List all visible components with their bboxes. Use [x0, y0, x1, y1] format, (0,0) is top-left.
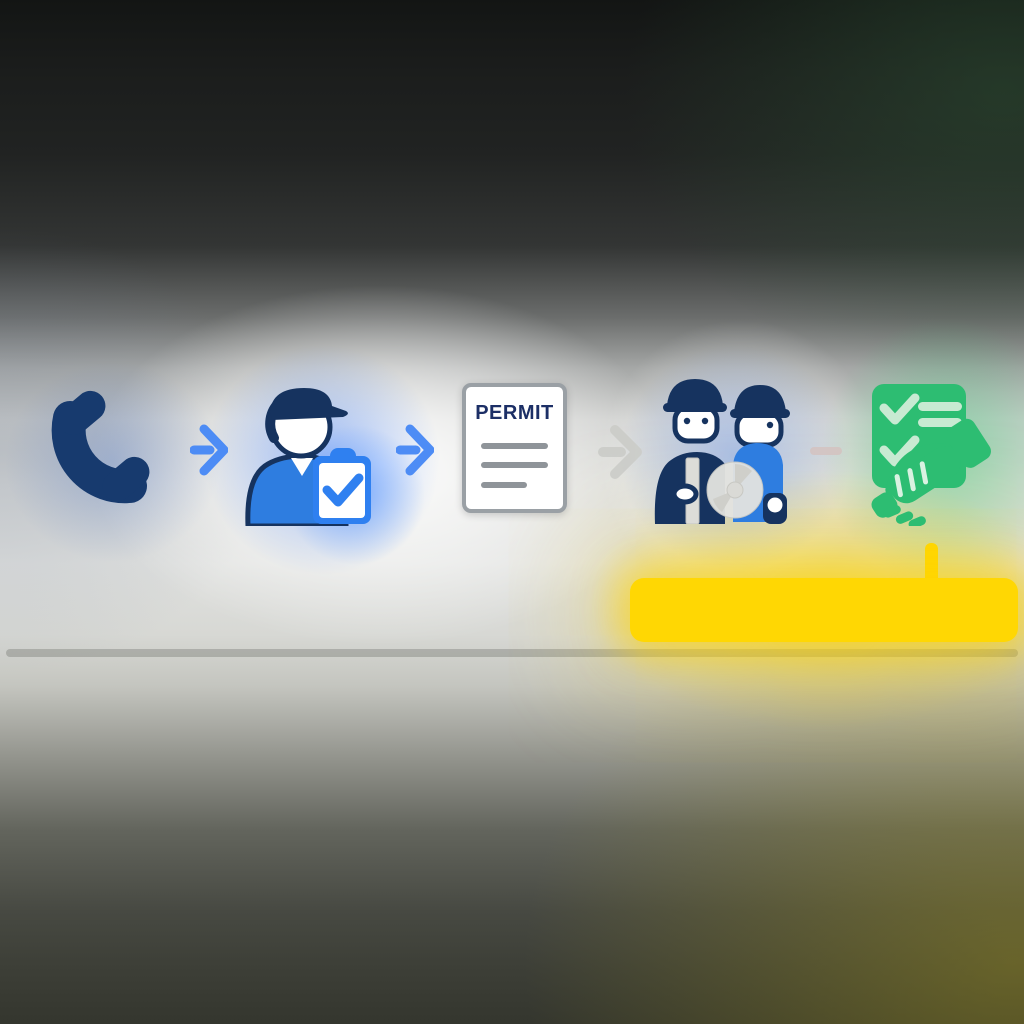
arrow-right-icon	[190, 424, 228, 476]
permit-document-icon: PERMIT	[462, 383, 567, 513]
callout-stem	[925, 543, 938, 583]
highlight-bar	[630, 578, 1018, 642]
inspector-clipboard-icon	[245, 388, 371, 526]
arrow-right-gray-icon	[598, 425, 642, 479]
permit-text-line	[481, 482, 527, 488]
divider-line	[6, 649, 1018, 657]
clipboard	[313, 448, 371, 524]
permit-title: PERMIT	[475, 402, 554, 424]
permit-text-line	[481, 443, 548, 449]
workers-icon	[654, 379, 790, 524]
saw-blade	[706, 461, 764, 519]
center-white-glow	[90, 285, 670, 645]
dash-connector	[810, 447, 842, 455]
permit-text-line	[481, 462, 548, 468]
arrow-right-icon	[396, 424, 434, 476]
phone-icon	[51, 390, 150, 504]
checklist-handshake-icon	[871, 384, 991, 526]
